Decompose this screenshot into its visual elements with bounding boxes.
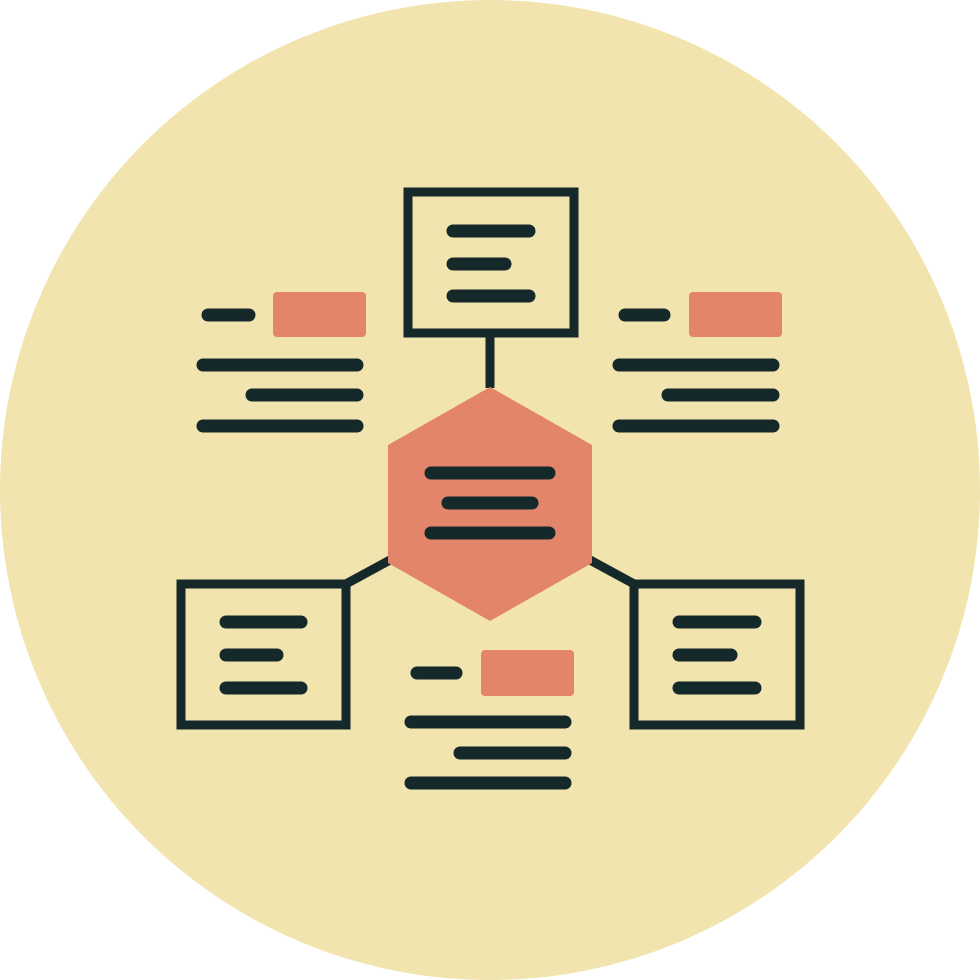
connector-left xyxy=(341,556,393,589)
top-document-lines xyxy=(446,224,536,303)
text-block-bottom-tag xyxy=(481,650,574,696)
connector-right xyxy=(587,556,639,589)
text-block-bottom xyxy=(404,650,574,790)
text-block-right-tag xyxy=(689,292,782,337)
text-block-left xyxy=(196,292,366,433)
right-document-lines xyxy=(672,615,762,695)
left-document-lines xyxy=(219,615,308,695)
center-hexagon-lines xyxy=(424,466,556,540)
top-document-box xyxy=(403,187,579,338)
text-block-left-tag xyxy=(273,292,366,337)
text-block-right xyxy=(612,292,782,433)
